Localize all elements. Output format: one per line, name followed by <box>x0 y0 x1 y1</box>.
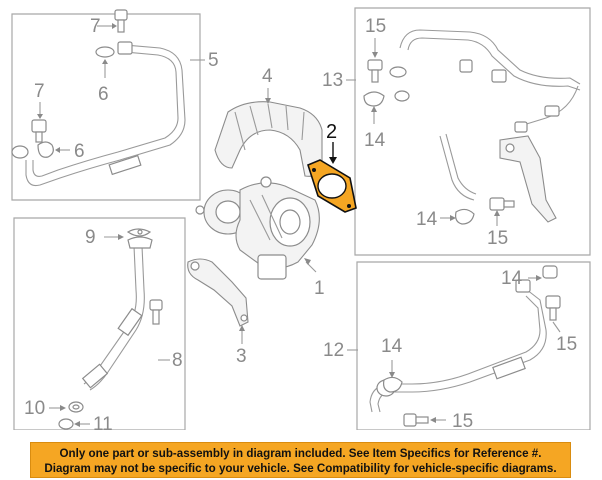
notice-line-1: Only one part or sub-assembly in diagram… <box>59 447 542 460</box>
callout-15-top: 15 <box>365 16 386 37</box>
turbocharger <box>195 176 320 280</box>
gasket-6-top <box>102 59 108 78</box>
callout-7-left: 7 <box>34 81 45 102</box>
frame-oil-return-pipe <box>13 217 186 430</box>
washer-11 <box>58 418 74 430</box>
gasket-9 <box>126 228 152 237</box>
clamp-14-lower-right <box>528 265 558 281</box>
callout-15-lower-right: 15 <box>556 334 577 355</box>
callout-5: 5 <box>208 50 219 71</box>
oil-feed-line <box>11 41 186 187</box>
bolt-15-top <box>367 38 383 83</box>
callout-10: 10 <box>24 398 45 419</box>
frame-coolant-hose <box>354 7 591 256</box>
heat-shield <box>214 101 323 177</box>
callout-6-top: 6 <box>98 84 109 105</box>
callout-15-right: 15 <box>487 228 508 249</box>
bolt-15-lower-right <box>545 295 561 321</box>
clamp-14-lower-left <box>383 360 403 393</box>
callout-7-top: 7 <box>90 16 101 37</box>
callout-6-left: 6 <box>74 141 85 162</box>
callout-8: 8 <box>172 350 183 371</box>
callout-1: 1 <box>314 278 325 299</box>
callout-3: 3 <box>236 346 247 367</box>
callout-14-lower-right: 14 <box>501 268 523 289</box>
callout-15-lower-left: 15 <box>452 411 473 430</box>
turbo-bracket <box>187 258 249 327</box>
callout-14-top: 14 <box>364 130 386 151</box>
notice-banner: Only one part or sub-assembly in diagram… <box>30 442 571 478</box>
bolt-8 <box>149 299 163 325</box>
turbocharger-parts-diagram: 7 5 6 7 6 4 2 1 3 <box>11 7 591 430</box>
callout-13: 13 <box>322 70 343 91</box>
bolt-15-lower-left <box>403 413 446 427</box>
turbo-gasket-highlighted <box>307 159 357 213</box>
bolt-15-right <box>489 197 515 226</box>
bolt-7-top <box>97 9 128 33</box>
callout-14-right: 14 <box>416 209 438 230</box>
oil-return-pipe <box>81 236 153 391</box>
callout-14-lower-left: 14 <box>381 336 403 357</box>
coolant-hose-assembly <box>389 29 581 223</box>
callout-12: 12 <box>323 340 344 361</box>
clamp-14-top <box>363 91 385 124</box>
callout-9: 9 <box>85 227 96 248</box>
gasket-6-left <box>37 141 70 158</box>
notice-line-2: Diagram may not be specific to your vehi… <box>44 462 557 475</box>
washer-10 <box>68 401 84 413</box>
callout-11: 11 <box>93 414 113 430</box>
bolt-7-left <box>31 102 47 143</box>
clamp-14-right <box>440 208 475 225</box>
frame-oil-feed-line <box>11 13 201 201</box>
callout-4: 4 <box>262 66 273 87</box>
callout-2: 2 <box>326 121 337 143</box>
frame-coolant-pipe <box>356 261 591 430</box>
